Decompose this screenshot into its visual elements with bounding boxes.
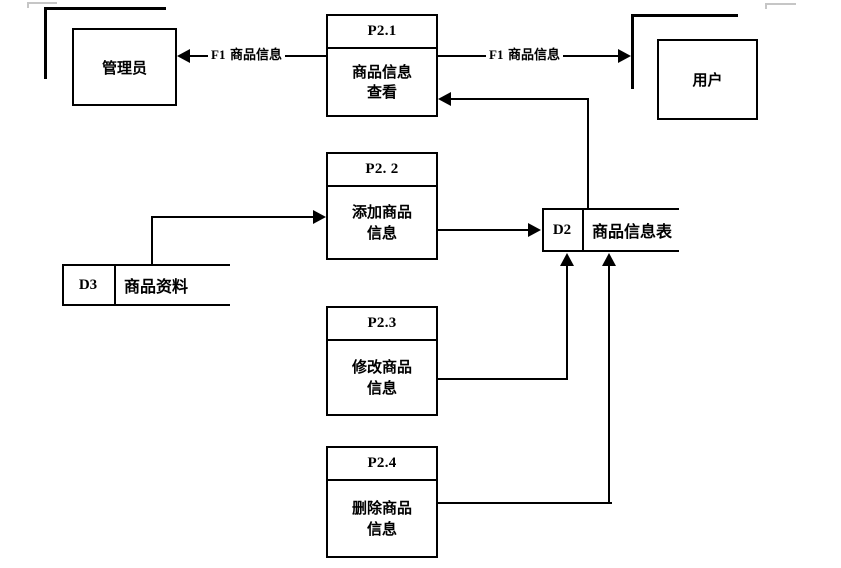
flow-line-d2-to-p21-horizontal	[450, 98, 589, 100]
flow-label-p21-to-user-name: 商品信息	[507, 48, 560, 63]
process-p21-label: 商品信息 查看	[351, 62, 412, 101]
flow-label-p21-to-admin-id: F1	[211, 47, 226, 62]
process-p22-id: P2. 2	[328, 154, 436, 187]
process-p23[interactable]: P2.3 修改商品 信息	[326, 306, 438, 416]
flow-arrowhead-p21-to-admin	[177, 49, 190, 63]
data-store-d2[interactable]: D2 商品信息表	[542, 208, 679, 252]
data-store-d3-label: 商品资料	[124, 277, 189, 296]
flow-line-p22-to-d2	[438, 229, 530, 231]
flow-arrowhead-p24-to-d2	[602, 253, 616, 266]
flow-label-p21-to-user-id: F1	[489, 47, 504, 62]
flow-arrowhead-p21-to-user	[618, 49, 631, 63]
flow-line-d3-to-p22-vertical	[151, 216, 153, 265]
flow-label-p21-to-admin: F1 商品信息	[208, 48, 285, 63]
flow-arrowhead-d2-to-p21	[438, 92, 451, 106]
external-entity-admin-label: 管理员	[101, 58, 147, 77]
process-p23-id: P2.3	[328, 308, 436, 341]
process-p24-id: P2.4	[328, 448, 436, 481]
external-entity-user-label: 用户	[692, 71, 723, 89]
data-store-d2-id: D2	[552, 221, 572, 238]
process-p22[interactable]: P2. 2 添加商品 信息	[326, 152, 438, 260]
process-p22-label: 添加商品 信息	[351, 203, 412, 242]
ghost-mark-top-right	[765, 3, 796, 5]
process-p23-label: 修改商品 信息	[351, 358, 412, 397]
data-store-d3-id: D3	[78, 276, 98, 293]
external-entity-bracket-admin	[44, 7, 166, 79]
flow-line-p23-to-d2-horizontal	[438, 378, 568, 380]
data-store-d3[interactable]: D3 商品资料	[62, 264, 230, 306]
flow-label-p21-to-admin-name: 商品信息	[229, 48, 282, 63]
process-p24[interactable]: P2.4 删除商品 信息	[326, 446, 438, 558]
flow-line-p23-to-d2-vertical	[566, 265, 568, 380]
flow-line-p24-to-d2-vertical	[608, 265, 610, 504]
data-store-d2-label: 商品信息表	[592, 222, 673, 241]
external-entity-admin[interactable]: 管理员	[72, 28, 177, 106]
external-entity-bracket-user	[631, 14, 738, 89]
flow-arrowhead-p22-to-d2	[528, 223, 541, 237]
ghost-mark-top-left-tick	[27, 2, 29, 8]
flow-arrowhead-p23-to-d2	[560, 253, 574, 266]
external-entity-user[interactable]: 用户	[657, 39, 758, 120]
process-p21-id: P2.1	[328, 16, 436, 49]
flow-line-d3-to-p22-horizontal	[151, 216, 314, 218]
flow-label-p21-to-user: F1 商品信息	[486, 48, 563, 63]
process-p21[interactable]: P2.1 商品信息 查看	[326, 14, 438, 117]
flow-line-d2-to-p21-vertical	[587, 98, 589, 210]
flow-line-p24-to-d2-horizontal	[438, 502, 612, 504]
ghost-mark-top-right-tick	[765, 3, 767, 9]
flow-arrowhead-d3-to-p22	[313, 210, 326, 224]
ghost-mark-top-left	[27, 2, 57, 4]
process-p24-label: 删除商品 信息	[351, 499, 412, 538]
